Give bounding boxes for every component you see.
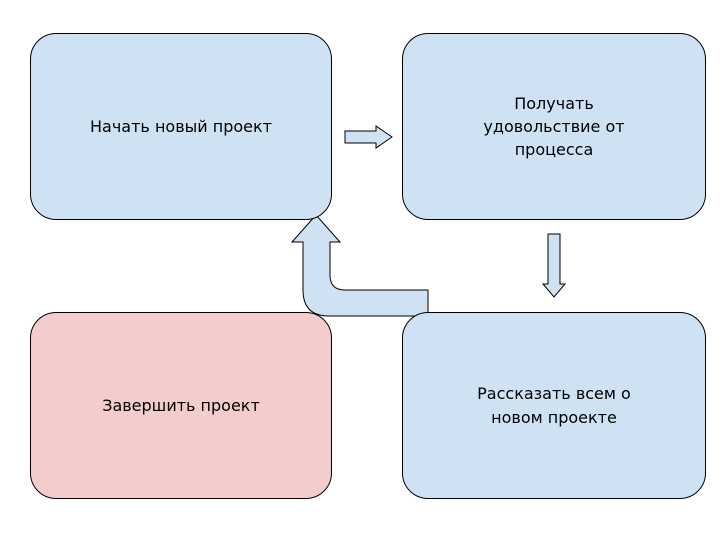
node-enjoy-the-process: Получать удовольствие от процесса (402, 33, 706, 220)
node-tell-everyone: Рассказать всем о новом проекте (402, 312, 706, 499)
node-start-new-project: Начать новый проект (30, 33, 332, 220)
edge-tell-to-start-arrow (290, 214, 429, 317)
edge-enjoy-to-tell-arrow (541, 233, 567, 298)
edge-start-to-enjoy-arrow (344, 125, 393, 149)
node-finish-project: Завершить проект (30, 312, 332, 499)
